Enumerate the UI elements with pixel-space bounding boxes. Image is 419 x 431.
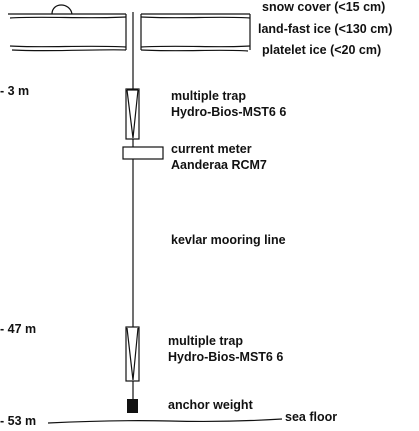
ice-bottom-right [140,45,251,48]
depth-sea-floor: - 53 m [0,414,37,428]
sea-floor-label: sea floor [285,410,338,424]
lower-trap-label-line1: multiple trap [168,334,244,348]
current-meter [122,146,164,160]
anchor-weight [127,399,138,413]
snow-hump [51,4,73,15]
platelet-bottom-right [140,49,249,52]
sea-floor-line [47,418,283,424]
current-meter-label-line1: current meter [171,142,252,156]
ice-top-right [140,16,251,19]
ice-top-left [9,16,127,19]
mooring-line-label: kevlar mooring line [171,233,286,247]
lower-trap [125,326,140,382]
land-fast-ice-label: land-fast ice (<130 cm) [258,22,393,36]
platelet-bottom-left [11,49,127,52]
depth-lower-trap: - 47 m [0,322,37,336]
platelet-ice-label: platelet ice (<20 cm) [262,43,382,57]
current-meter-label-line2: Aanderaa RCM7 [171,158,267,172]
ice-slab [8,4,251,52]
depth-upper-trap: - 3 m [0,84,30,98]
anchor-weight-label: anchor weight [168,398,253,412]
snow-cover-label: snow cover (<15 cm) [262,0,386,14]
ice-bottom-left [9,45,127,48]
upper-trap-label-line1: multiple trap [171,89,247,103]
upper-trap [125,88,140,140]
upper-trap-label-line2: Hydro-Bios-MST6 6 [171,105,287,119]
lower-trap-label-line2: Hydro-Bios-MST6 6 [168,350,284,364]
